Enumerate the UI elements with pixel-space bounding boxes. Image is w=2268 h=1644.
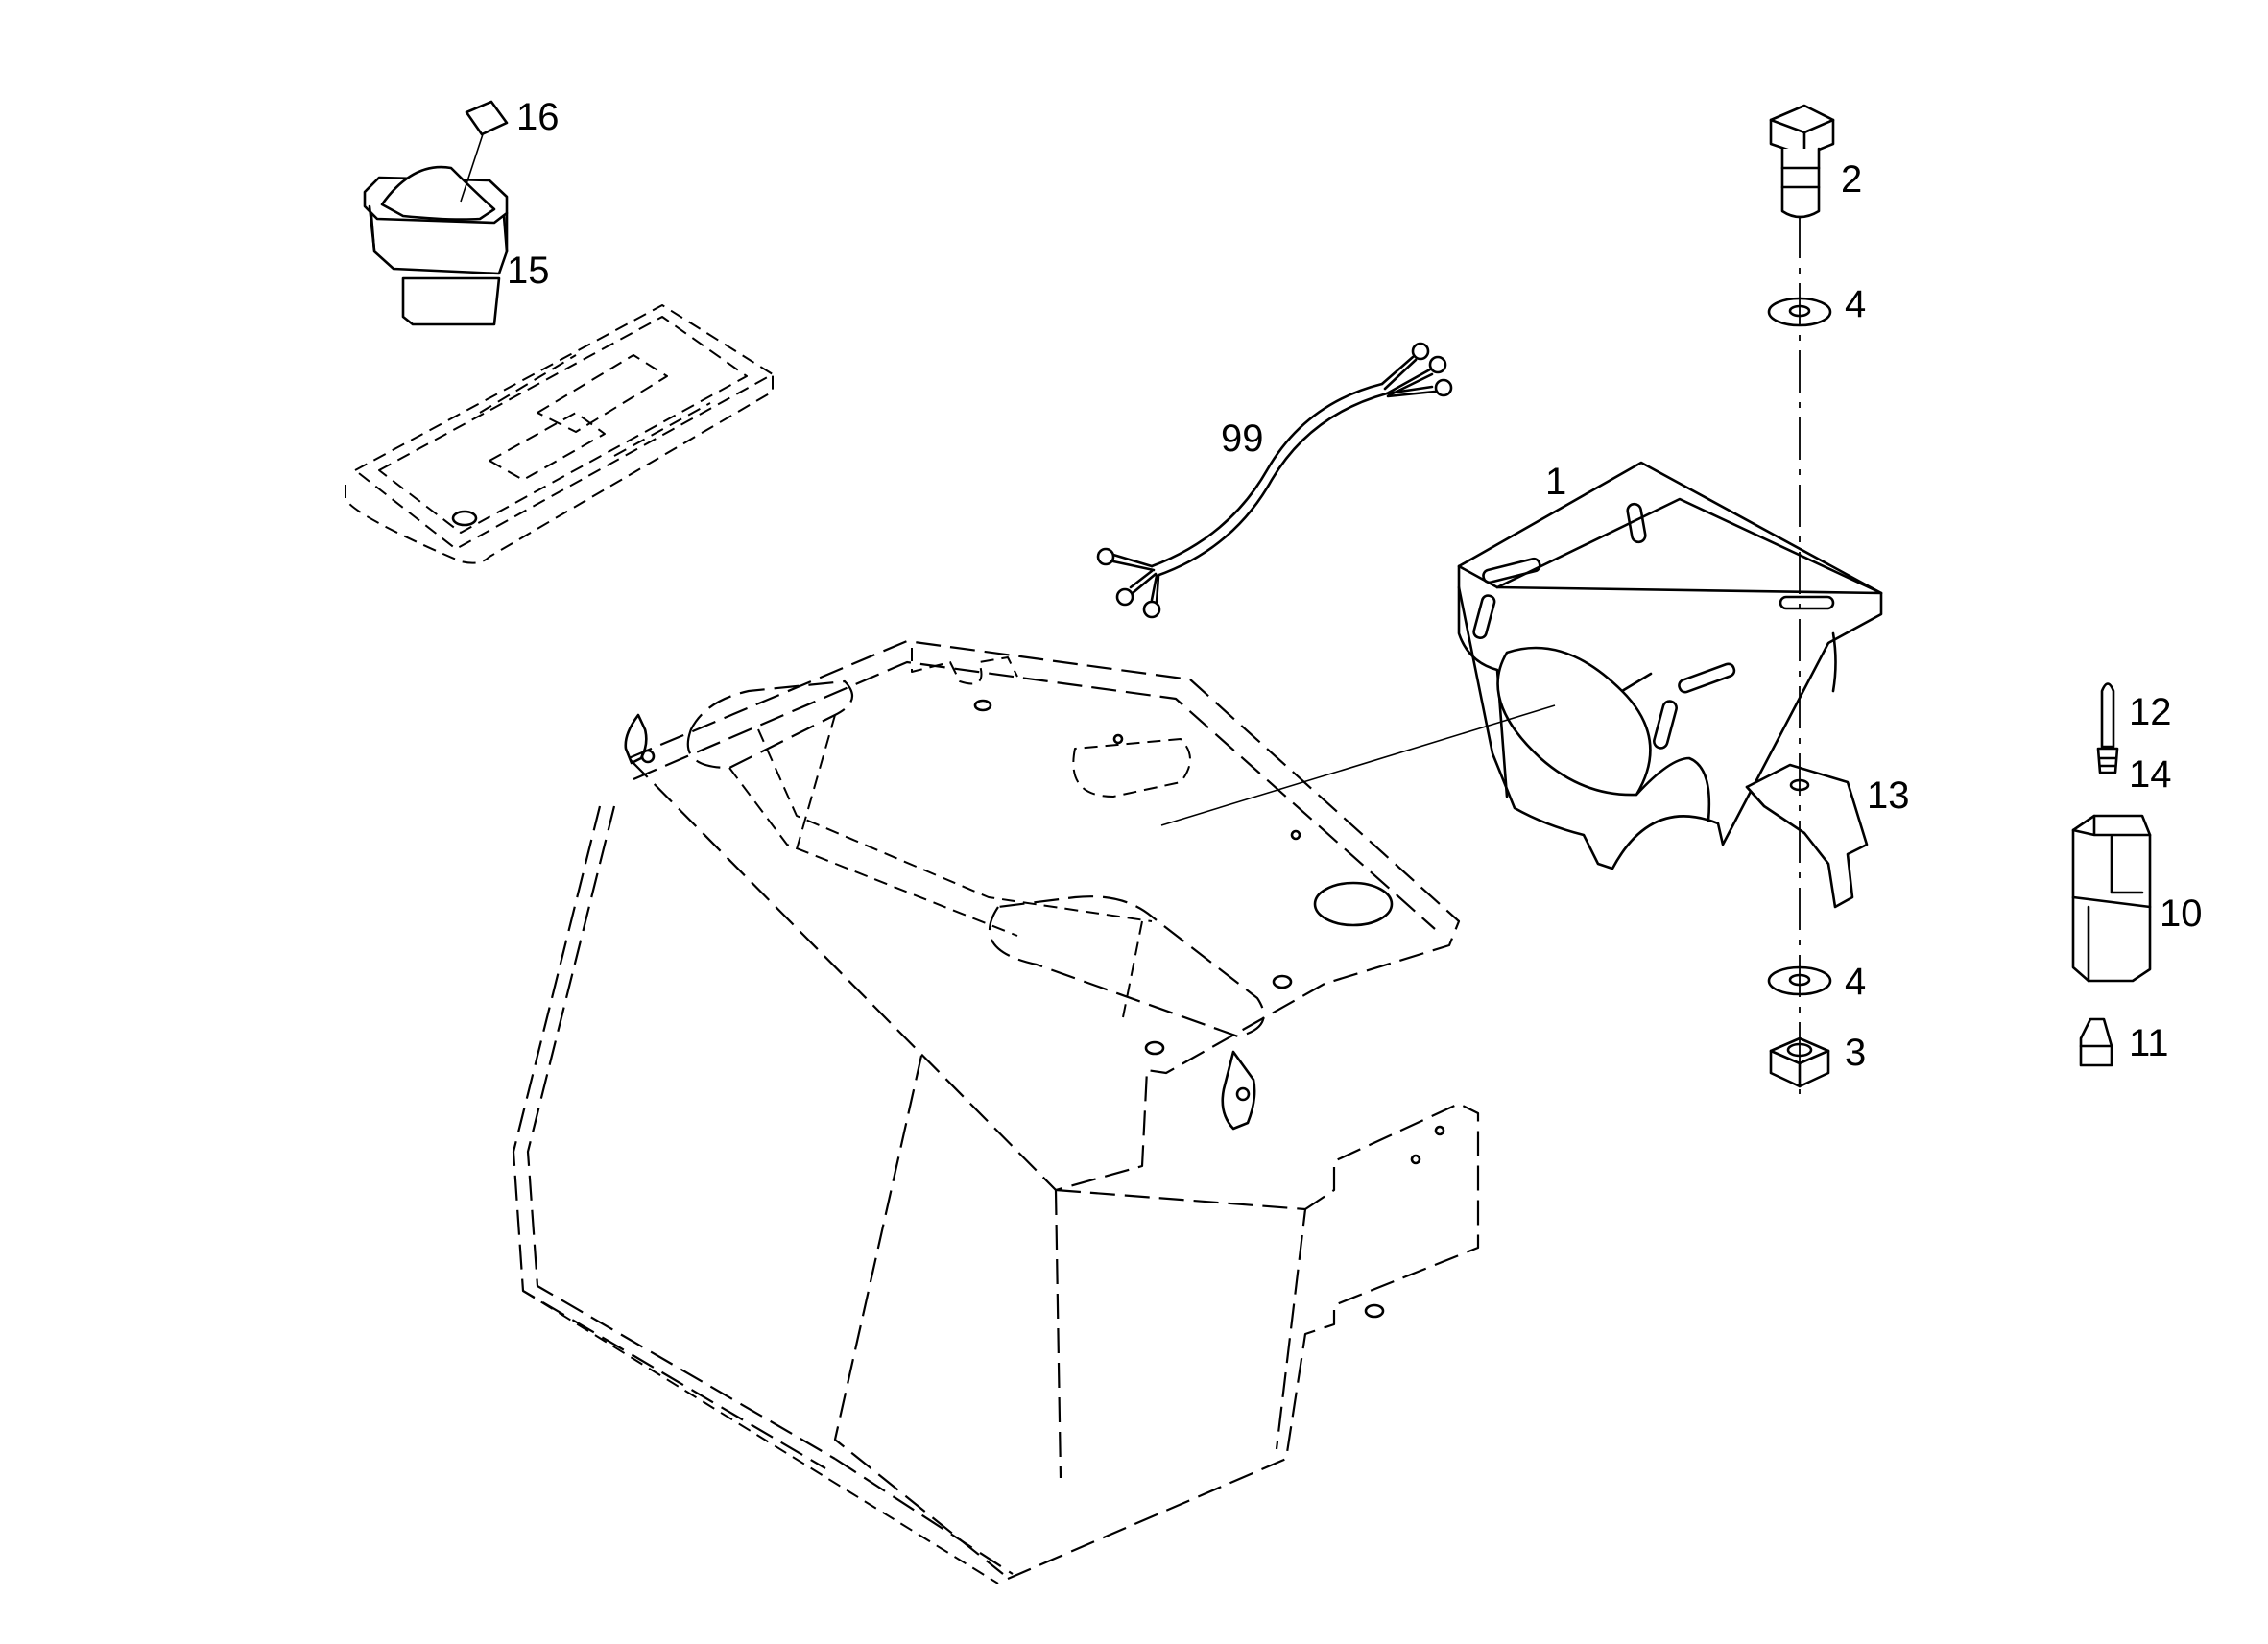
callout-15: 15 <box>507 250 550 292</box>
part-99-wire-harness <box>1096 342 1453 619</box>
console-housing-phantom <box>512 639 1480 1584</box>
callout-14: 14 <box>2129 753 2172 796</box>
callout-4-upper: 4 <box>1845 283 1866 325</box>
switch-panel-bezel-phantom <box>345 304 774 564</box>
callout-12: 12 <box>2129 691 2172 733</box>
part-13-clip-bracket <box>1745 763 1869 909</box>
part-14-wedge-lock <box>2096 747 2119 774</box>
leader-part-1 <box>1160 704 1556 826</box>
part-1-alarm-housing <box>1457 461 1883 870</box>
callout-2: 2 <box>1841 158 1862 201</box>
callout-3: 3 <box>1845 1032 1866 1074</box>
part-11-wedge <box>2079 1017 2113 1067</box>
part-12-contact-pin <box>2100 682 2115 749</box>
callout-10: 10 <box>2160 893 2203 935</box>
part-16-lens <box>465 100 509 136</box>
part-10-connector-housing <box>2071 814 2152 983</box>
callout-1: 1 <box>1545 461 1566 503</box>
callout-11: 11 <box>2129 1022 2169 1064</box>
callout-13: 13 <box>1867 774 1910 817</box>
callout-4-lower: 4 <box>1845 961 1866 1003</box>
part-2-bolt <box>1769 104 1835 219</box>
callout-16: 16 <box>516 96 560 138</box>
callout-99: 99 <box>1221 417 1264 460</box>
leader-part-16 <box>460 133 484 203</box>
part-15-rocker-switch <box>363 165 509 326</box>
